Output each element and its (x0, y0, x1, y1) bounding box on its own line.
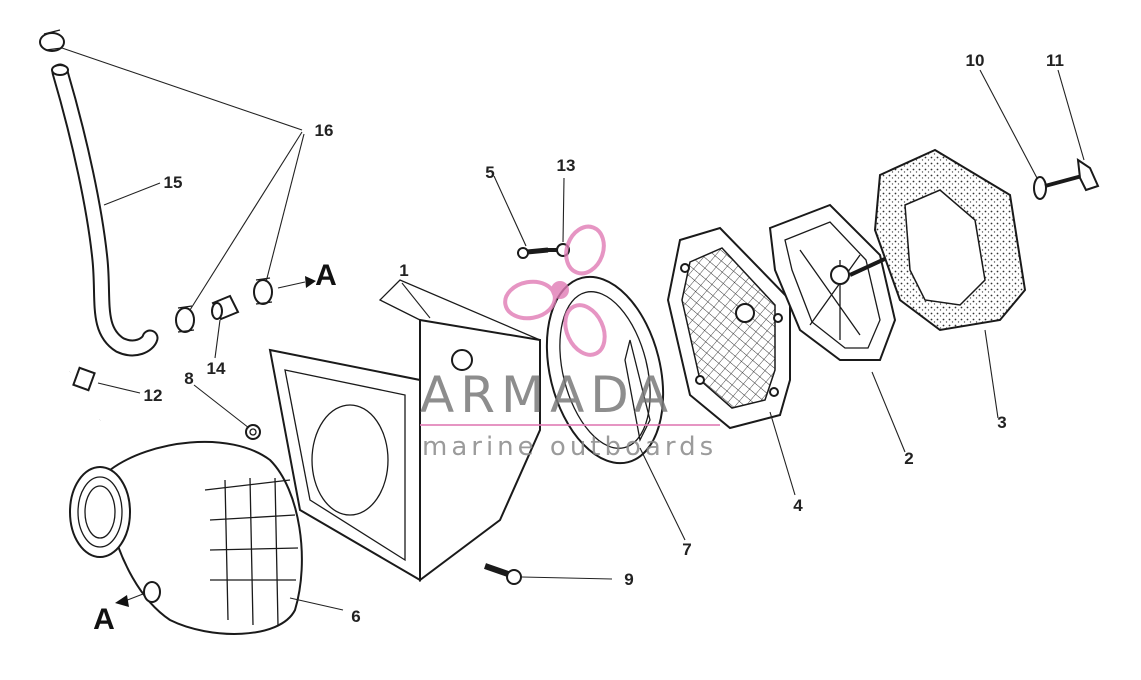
connection-arrow-upper (277, 276, 316, 289)
label-part-5: 5 (485, 163, 494, 182)
bolt-part-9 (484, 563, 522, 585)
clamp-part-16-top (39, 29, 65, 52)
watermark-flower-logo (503, 224, 607, 357)
gasket-part-7 (545, 275, 665, 465)
filter-frame-part-2 (768, 203, 916, 361)
label-part-13: 13 (557, 156, 576, 175)
label-part-6: 6 (351, 607, 360, 626)
band-clamp-part-12 (41, 366, 103, 460)
label-part-3: 3 (997, 413, 1006, 432)
label-part-10: 10 (966, 51, 985, 70)
bolt-part-5 (517, 247, 549, 259)
label-part-8: 8 (184, 369, 193, 388)
clamp-part-16-middle (175, 305, 195, 333)
wing-bolt-part-11 (1044, 157, 1100, 192)
label-part-7: 7 (682, 540, 691, 559)
armada-watermark: ARMADA marine outboards (420, 224, 720, 462)
label-part-9: 9 (624, 570, 633, 589)
clamp-part-16-right (253, 277, 273, 305)
watermark-tagline: marine outboards (422, 432, 717, 462)
label-part-16: 16 (315, 121, 334, 140)
marker-a-lower: A (93, 603, 115, 636)
intake-silencer-part-6 (69, 440, 303, 635)
mesh-plate-part-4 (666, 226, 791, 430)
label-part-4: 4 (793, 496, 803, 515)
label-part-14: 14 (207, 359, 226, 378)
connector-part-14 (211, 294, 240, 321)
foam-filter-part-3 (873, 148, 1027, 332)
airbox-part-1 (268, 279, 541, 582)
watermark-brand: ARMADA (420, 366, 674, 424)
label-part-15: 15 (164, 173, 183, 192)
washer-part-10 (1033, 176, 1047, 200)
connection-arrow-lower (115, 593, 144, 607)
nut-part-8 (245, 424, 261, 440)
label-part-11: 11 (1046, 51, 1064, 70)
leader-lines (61, 47, 1085, 611)
hose-part-15 (51, 63, 159, 357)
label-part-1: 1 (399, 261, 408, 280)
label-part-2: 2 (904, 449, 913, 468)
marker-a-upper: A (315, 259, 337, 292)
part-number-labels: 1 2 3 4 5 6 7 8 9 10 11 12 13 14 15 16 (144, 51, 1064, 626)
label-part-12: 12 (144, 386, 163, 405)
